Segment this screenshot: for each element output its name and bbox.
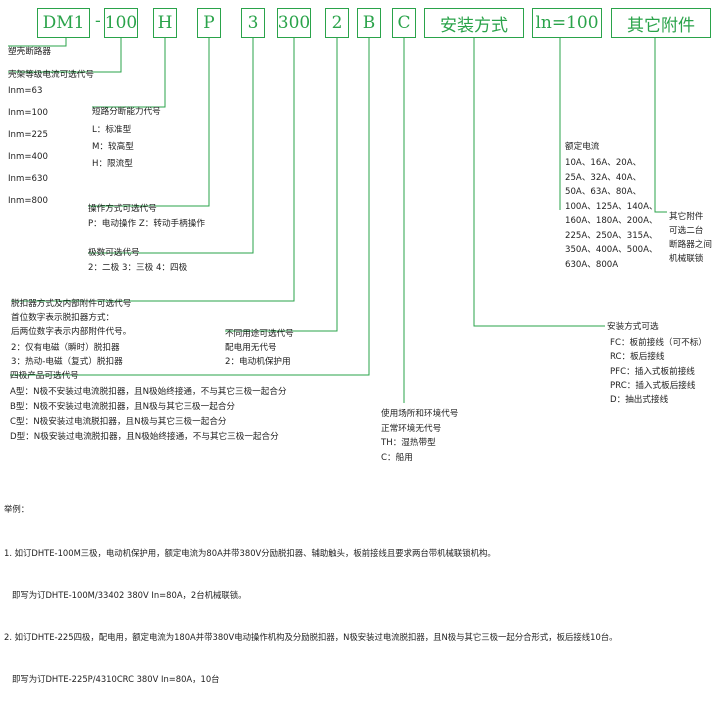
install-option: FC：板前接线（可不标）	[610, 338, 707, 348]
environment-line: TH：湿热带型	[381, 438, 436, 448]
code-dash: -	[95, 11, 101, 31]
code-box-operation: P	[197, 8, 221, 38]
code-box-install: 安装方式	[424, 8, 524, 38]
connector-lines	[8, 38, 667, 403]
frame-option: Inm=400	[8, 152, 48, 162]
accessory-line: 可选二台	[669, 226, 704, 236]
release-line: 脱扣器方式及内部附件可选代号	[11, 299, 132, 309]
usage-line: 不同用途可选代号	[225, 329, 294, 339]
release-line: 3：热动-电磁（复式）脱扣器	[11, 357, 123, 367]
install-option: RC：板后接线	[610, 352, 665, 363]
frame-title: 壳架等级电流可选代号	[8, 70, 94, 80]
code-box-current: ln=100	[532, 8, 602, 38]
current-title: 额定电流	[565, 142, 600, 152]
release-line: 后两位数字表示内部附件代号。	[11, 327, 132, 337]
code-box-product: B	[357, 8, 381, 38]
install-option: PFC：插入式板前接线	[610, 366, 695, 377]
usage-block: 不同用途可选代号 配电用无代号 2：电动机保护用	[225, 327, 294, 369]
connector-install	[473, 38, 605, 327]
environment-line: C：船用	[381, 452, 413, 463]
code-box-environment: C	[392, 8, 416, 38]
accessory-line: 机械联锁	[669, 254, 704, 264]
poles-options: 2：二极 3：三极 4：四极	[88, 263, 188, 273]
environment-line: 使用场所和环境代号	[381, 409, 459, 419]
environment-line: 正常环境无代号	[381, 423, 442, 434]
connector-breaking	[92, 38, 166, 108]
code-box-poles: 3	[241, 8, 265, 38]
code-box-dm1: DM1	[37, 8, 90, 38]
connector-frame	[8, 38, 122, 73]
current-options: 10A、16A、20A、 25A、32A、40A、 50A、63A、80A、 1…	[565, 156, 658, 272]
accessory-line: 其它附件	[669, 212, 704, 222]
operation-title: 操作方式可选代号	[88, 204, 157, 214]
usage-line: 2：电动机保护用	[225, 357, 291, 367]
connector-poles	[88, 38, 254, 254]
product-option: A型：N极不安装过电流脱扣器，且N极始终接通，不与其它三极一起合分	[10, 387, 287, 397]
current-row: 350A、400A、500A、	[565, 245, 658, 255]
product-option: B型：N极不安装过电流脱扣器，且N极与其它三极一起合分	[10, 402, 236, 412]
install-options: FC：板前接线（可不标） RC：板后接线 PFC：插入式板前接线 PRC：插入式…	[610, 336, 707, 407]
examples-title: 举例：	[4, 504, 30, 514]
breaking-title: 短路分断能力代号	[92, 107, 161, 117]
current-row: 160A、180A、200A、	[565, 216, 658, 226]
product-options: A型：N极不安装过电流脱扣器，且N极始终接通，不与其它三极一起合分 B型：N极不…	[10, 385, 287, 445]
current-row: 25A、32A、40A、	[565, 172, 642, 183]
code-box-breaking: H	[153, 8, 177, 38]
frame-options: Inm=63 Inm=100 Inm=225 Inm=400 Inm=630 I…	[8, 86, 48, 207]
frame-option: Inm=63	[8, 86, 43, 96]
breaking-option: H：限流型	[92, 159, 133, 169]
model-code-diagram: DM1 - 100 H P 3 300 2 B C 安装方式 ln=100 其它…	[4, 8, 712, 684]
example-line: 即写为订DHTE-100M/33402 380V In=80A，2台机械联锁。	[4, 590, 247, 600]
code-box-frame: 100	[104, 8, 138, 38]
release-block: 脱扣器方式及内部附件可选代号 首位数字表示脱扣器方式： 后两位数字表示内部附件代…	[11, 297, 131, 369]
label-dm1: 塑壳断路器	[8, 47, 51, 57]
environment-block: 使用场所和环境代号 正常环境无代号 TH：湿热带型 C：船用	[381, 407, 458, 465]
example-line: 1. 如订DHTE-100M三极，电动机保护用，额定电流为80A并带380V分励…	[4, 548, 496, 558]
current-row: 10A、16A、20A、	[565, 158, 642, 168]
frame-option: Inm=225	[8, 130, 48, 140]
current-row: 630A、800A	[565, 259, 619, 270]
examples-block: 1. 如订DHTE-100M三极，电动机保护用，额定电流为80A并带380V分励…	[4, 518, 618, 714]
connector-usage	[225, 38, 338, 332]
connector-dm1	[8, 38, 67, 47]
product-title: 四极产品可选代号	[10, 371, 79, 381]
current-row: 50A、63A、80A、	[565, 187, 642, 197]
connector-product	[10, 38, 370, 376]
install-option: PRC：插入式板后接线	[610, 380, 696, 391]
code-box-release: 300	[277, 8, 311, 38]
accessory-line: 断路器之间	[669, 240, 712, 250]
connector-operation	[88, 38, 210, 207]
current-row: 225A、250A、315A、	[565, 230, 658, 241]
install-option: D：抽出式接线	[610, 395, 669, 406]
usage-line: 配电用无代号	[225, 343, 277, 353]
code-box-accessory: 其它附件	[611, 8, 711, 38]
operation-options: P：电动操作 Z：转动手柄操作	[88, 219, 205, 229]
example-line: 即写为订DHTE-225P/4310CRC 380V In=80A，10台	[4, 674, 220, 684]
current-row: 100A、125A、140A、	[565, 201, 658, 212]
connector-release	[11, 38, 295, 302]
breaking-options: L：标准型 M：较高型 H：限流型	[92, 122, 134, 173]
connector-accessory	[654, 38, 667, 213]
release-line: 首位数字表示脱扣器方式：	[11, 313, 115, 323]
accessory-block: 其它附件 可选二台 断路器之间 机械联锁	[669, 210, 712, 266]
frame-option: Inm=630	[8, 174, 48, 184]
breaking-option: M：较高型	[92, 142, 134, 152]
product-option: C型：N极安装过电流脱扣器，且N极与其它三极一起合分	[10, 417, 227, 427]
example-line: 2. 如订DHTE-225四极，配电用，额定电流为180A并带380V电动操作机…	[4, 632, 618, 642]
frame-option: Inm=100	[8, 108, 48, 118]
product-option: D型：N极安装过电流脱扣器，且N极始终接通，不与其它三极一起合分	[10, 432, 279, 442]
install-title: 安装方式可选	[607, 322, 659, 332]
breaking-option: L：标准型	[92, 125, 132, 135]
code-box-usage: 2	[325, 8, 349, 38]
release-line: 2：仅有电磁（瞬时）脱扣器	[11, 343, 120, 353]
poles-title: 极数可选代号	[88, 248, 140, 258]
frame-option: Inm=800	[8, 196, 48, 206]
